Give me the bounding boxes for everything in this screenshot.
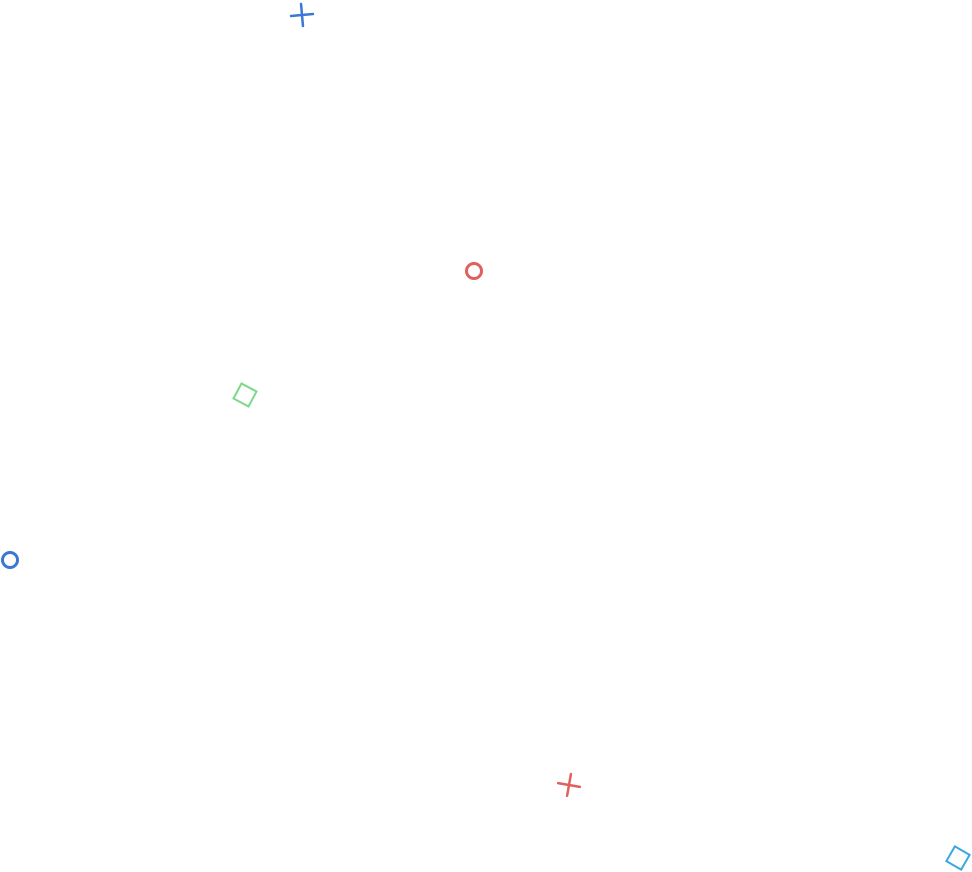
- green-diamond-icon: [232, 382, 258, 408]
- cyan-diamond-icon: [945, 845, 971, 871]
- blue-plus-icon: [289, 2, 315, 28]
- red-ring-icon: [465, 262, 483, 280]
- blue-ring-icon: [1, 551, 19, 569]
- red-plus-icon: [556, 772, 582, 798]
